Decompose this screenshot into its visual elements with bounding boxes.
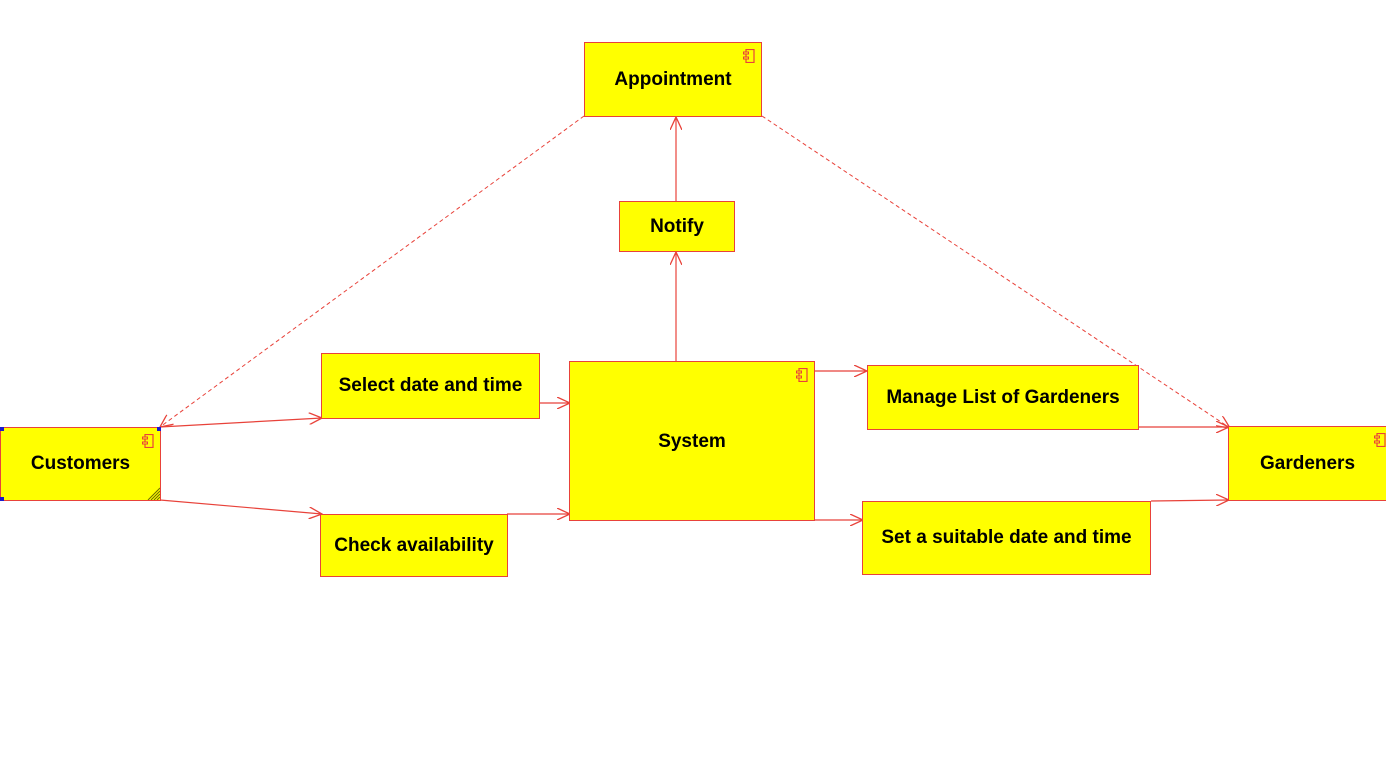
selection-handle[interactable] (0, 427, 4, 431)
resize-grip-icon[interactable] (146, 486, 160, 500)
node-customers-label: Customers (30, 453, 131, 474)
node-manage-list[interactable]: Manage List of Gardeners (867, 365, 1139, 430)
component-icon (1374, 433, 1386, 447)
node-gardeners[interactable]: Gardeners (1228, 426, 1386, 501)
flow-customers-to-select[interactable] (159, 418, 322, 428)
flow-customers-to-check[interactable] (159, 499, 322, 514)
node-select-date-time-label: Select date and time (338, 375, 523, 396)
node-set-suitable[interactable]: Set a suitable date and time (862, 501, 1151, 575)
flow-set-to-gardeners[interactable] (1150, 500, 1229, 501)
component-icon (796, 368, 808, 382)
component-icon (142, 434, 154, 448)
selection-handle[interactable] (0, 497, 4, 501)
node-customers[interactable]: Customers (0, 427, 161, 501)
node-gardeners-label: Gardeners (1259, 452, 1356, 474)
node-appointment[interactable]: Appointment (584, 42, 762, 117)
selection-handle[interactable] (157, 427, 161, 431)
component-icon (743, 49, 755, 63)
node-system[interactable]: System (569, 361, 815, 521)
node-check-availability[interactable]: Check availability (320, 514, 508, 577)
node-set-suitable-label: Set a suitable date and time (881, 527, 1132, 548)
node-notify-label: Notify (650, 215, 704, 237)
node-notify[interactable]: Notify (619, 201, 735, 252)
dependency-appointment-gardeners[interactable] (761, 115, 1230, 428)
node-appointment-label: Appointment (614, 68, 732, 90)
node-system-label: System (658, 431, 726, 452)
node-check-availability-label: Check availability (334, 534, 494, 556)
node-manage-list-label: Manage List of Gardeners (886, 386, 1120, 408)
dependency-appointment-customers[interactable] (160, 115, 585, 427)
node-select-date-time[interactable]: Select date and time (321, 353, 540, 419)
